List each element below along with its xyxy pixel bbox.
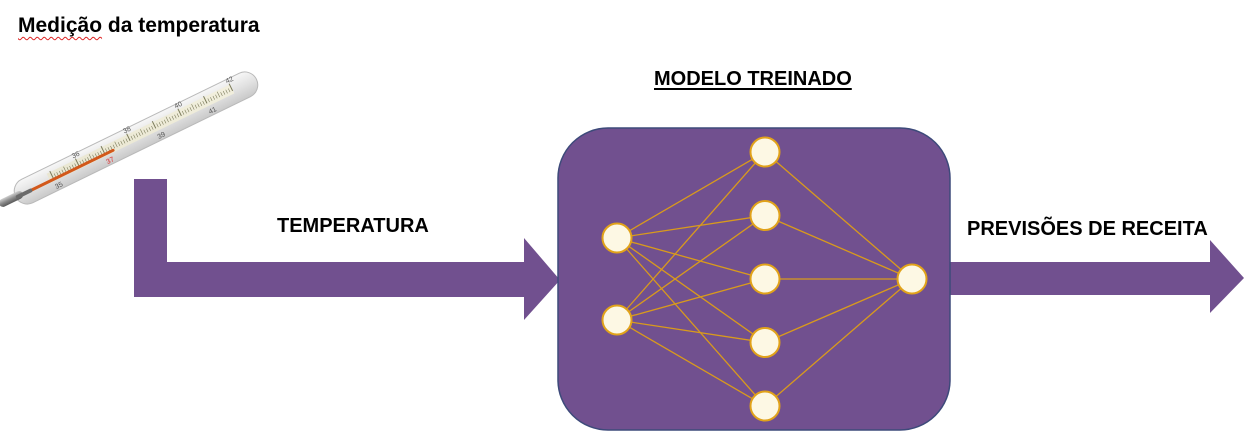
input-arrow-label: TEMPERATURA — [277, 215, 429, 237]
output-arrow-label: PREVISÕES DE RECEITA — [967, 218, 1208, 240]
input-node — [601, 304, 633, 336]
network-edge — [616, 151, 766, 321]
network-edge — [616, 319, 766, 407]
network-edge — [616, 151, 766, 239]
network-edge — [616, 237, 766, 280]
title-word-medicao: Medição — [18, 14, 103, 37]
thermometer-scale-ticks — [49, 83, 234, 179]
network-edge — [616, 214, 766, 239]
thermometer-scale-label: 37 — [105, 156, 115, 166]
network-edge — [764, 278, 913, 407]
thermometer-scale-label: 36 — [71, 151, 81, 161]
network-edge — [616, 237, 766, 407]
thermometer-scale-label: 39 — [157, 131, 167, 141]
network-edge — [764, 278, 913, 344]
network-edge — [616, 319, 766, 344]
network-edge — [764, 151, 913, 280]
network-edge — [616, 278, 766, 321]
thermometer-scale-label: 42 — [225, 76, 235, 86]
input-arrow — [134, 179, 560, 320]
hidden-node — [749, 390, 781, 422]
input-node — [601, 222, 633, 254]
thermometer-scale-labels: 35 36 37 38 39 40 41 42 — [54, 76, 235, 191]
model-title: MODELO TREINADO — [654, 68, 852, 90]
network-edge — [764, 214, 913, 280]
hidden-node — [749, 263, 781, 295]
diagram-title: Medição da temperatura — [18, 14, 260, 38]
thermometer-icon: 35 36 37 38 39 40 41 42 — [0, 71, 259, 207]
hidden-node — [749, 200, 781, 231]
network-edge — [616, 237, 766, 344]
thermometer-scale-label: 41 — [208, 106, 218, 116]
thermometer-scale-label: 38 — [122, 126, 132, 136]
hidden-node — [749, 136, 781, 168]
network-edge — [616, 214, 766, 321]
hidden-node — [749, 327, 781, 358]
network-edges — [616, 151, 913, 407]
thermometer-scale-label: 35 — [54, 181, 64, 191]
output-node — [896, 263, 928, 295]
title-rest: da temperatura — [102, 14, 260, 37]
thermometer-scale-label: 40 — [173, 101, 183, 111]
network-nodes — [601, 136, 928, 422]
output-arrow — [948, 240, 1244, 313]
